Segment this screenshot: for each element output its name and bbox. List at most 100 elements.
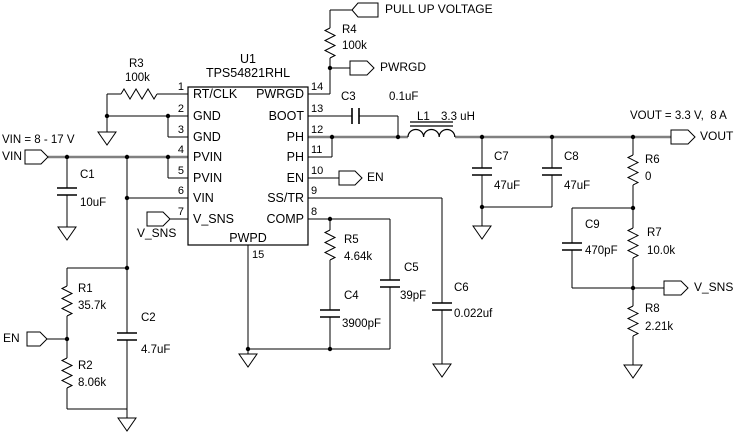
en-pin-port-label: EN (367, 170, 384, 184)
ic-pin-name-ph11: PH (286, 150, 304, 164)
r6-ref: R6 (645, 154, 660, 166)
r6-value: 0 (645, 171, 652, 183)
pwrgd-port-icon (349, 60, 375, 76)
v-sns-fb-port-icon (663, 280, 689, 296)
ic-thermal-pad-pin-number: 15 (252, 249, 265, 261)
vin-port-icon (24, 149, 49, 165)
ic-pin-name-vin: VIN (193, 191, 214, 205)
ic-body (187, 86, 309, 246)
ic-pin-name-pvin4: PVIN (193, 150, 223, 164)
c4-ref: C4 (344, 290, 359, 302)
r5-value: 4.64k (344, 251, 373, 263)
c9-ref: C9 (585, 219, 600, 231)
ic-pin-name-gnd2: GND (193, 109, 221, 123)
en-pin-port-icon (338, 170, 363, 186)
c7-ref: C7 (494, 151, 509, 163)
r3-value: 100k (125, 72, 150, 84)
r7-value: 10.0k (647, 245, 676, 257)
ic-pin-number-9: 9 (311, 185, 318, 197)
resistor-r6-symbol (626, 154, 640, 186)
r7-ref: R7 (647, 227, 662, 239)
ic-pin-number-14: 14 (311, 81, 324, 93)
ic-pin-name-en: EN (286, 171, 304, 185)
ic-pin-number-11: 11 (311, 144, 323, 156)
c1-value: 10uF (80, 197, 107, 209)
ic-pin-number-6: 6 (177, 185, 184, 197)
r2-ref: R2 (78, 360, 93, 372)
pull-up-voltage-label: PULL UP VOLTAGE (385, 2, 493, 16)
ground-icon (57, 226, 77, 241)
c3-ref: C3 (341, 91, 356, 103)
ground-icon (432, 363, 452, 378)
ic-pin-number-12: 12 (311, 124, 324, 136)
inductor-l1-symbol (407, 128, 456, 138)
r1-value: 35.7k (78, 300, 107, 312)
ic-thermal-pad-label: PWPD (229, 231, 267, 245)
en-left-port-label: EN (3, 331, 20, 345)
resistor-r1-symbol (60, 285, 74, 317)
en-left-port-icon (26, 331, 48, 347)
ic-pin-name-comp: COMP (266, 212, 305, 226)
vin-range-note: VIN = 8 - 17 V (2, 134, 75, 146)
r5-ref: R5 (344, 234, 359, 246)
ground-icon (117, 417, 137, 432)
r3-ref: R3 (129, 58, 144, 70)
c7-value: 47uF (494, 180, 521, 192)
ic-pin-number-4: 4 (177, 144, 184, 156)
c3-value: 0.1uF (389, 91, 419, 103)
ic-pin-number-2: 2 (177, 103, 184, 115)
r4-ref: R4 (342, 24, 357, 36)
r8-value: 2.21k (645, 321, 674, 333)
ic-pin-number-1: 1 (177, 81, 184, 93)
ic-pin-name-pwrgd: PWRGD (256, 87, 304, 101)
ic-pin-name-pvin5: PVIN (193, 171, 223, 185)
ground-icon (472, 225, 492, 240)
ground-icon (97, 131, 117, 146)
signal-wires (47, 9, 664, 418)
c8-ref: C8 (564, 151, 579, 163)
resistor-r5-symbol (323, 229, 337, 261)
ic-ref: U1 (240, 52, 256, 66)
v-sns-fb-port-label: V_SNS (694, 280, 734, 294)
resistor-r3-symbol (120, 88, 158, 100)
l1-ref: L1 (417, 111, 430, 123)
capacitor-plates (57, 108, 582, 341)
c5-value: 39pF (400, 290, 427, 302)
r4-value: 100k (342, 40, 367, 52)
ic-pin-name-ph12: PH (286, 130, 304, 144)
l1-value: 3.3 uH (441, 111, 475, 123)
vout-port-label: VOUT (700, 129, 734, 143)
ic-pin-number-13: 13 (311, 103, 324, 115)
ic-pin-name-sstr: SS/TR (267, 191, 304, 205)
ic-pin-name-vsns: V_SNS (193, 212, 234, 226)
ic-pin-number-10: 10 (311, 165, 324, 177)
c4-value: 3900pF (342, 318, 382, 330)
ic-pin-number-3: 3 (177, 124, 184, 136)
c2-ref: C2 (141, 312, 156, 324)
ic-pin-number-7: 7 (177, 206, 184, 218)
resistor-r4-symbol (323, 27, 337, 59)
r2-value: 8.06k (78, 377, 107, 389)
r1-ref: R1 (78, 283, 93, 295)
ic-pin-number-5: 5 (177, 165, 184, 177)
pull-up-voltage-port-icon (351, 2, 379, 18)
ic-pin-name-boot: BOOT (268, 109, 304, 123)
pwrgd-port-label: PWRGD (380, 60, 426, 74)
ground-icon (238, 353, 258, 368)
c6-value: 0.022uf (454, 308, 493, 320)
v-sns-pin-port-icon (146, 211, 171, 227)
resistor-r2-symbol (60, 357, 74, 389)
c1-ref: C1 (80, 169, 95, 181)
vin-port-label: VIN (2, 149, 23, 163)
c6-ref: C6 (454, 282, 469, 294)
c9-value: 470pF (585, 245, 618, 257)
ground-icon (623, 364, 643, 379)
ic-pin-number-8: 8 (311, 206, 318, 218)
vout-port-icon (670, 129, 696, 145)
resistor-r8-symbol (626, 305, 640, 337)
resistor-r7-symbol (626, 227, 640, 259)
ic-pin-name-gnd3: GND (193, 130, 221, 144)
ground-symbols (57, 131, 643, 432)
